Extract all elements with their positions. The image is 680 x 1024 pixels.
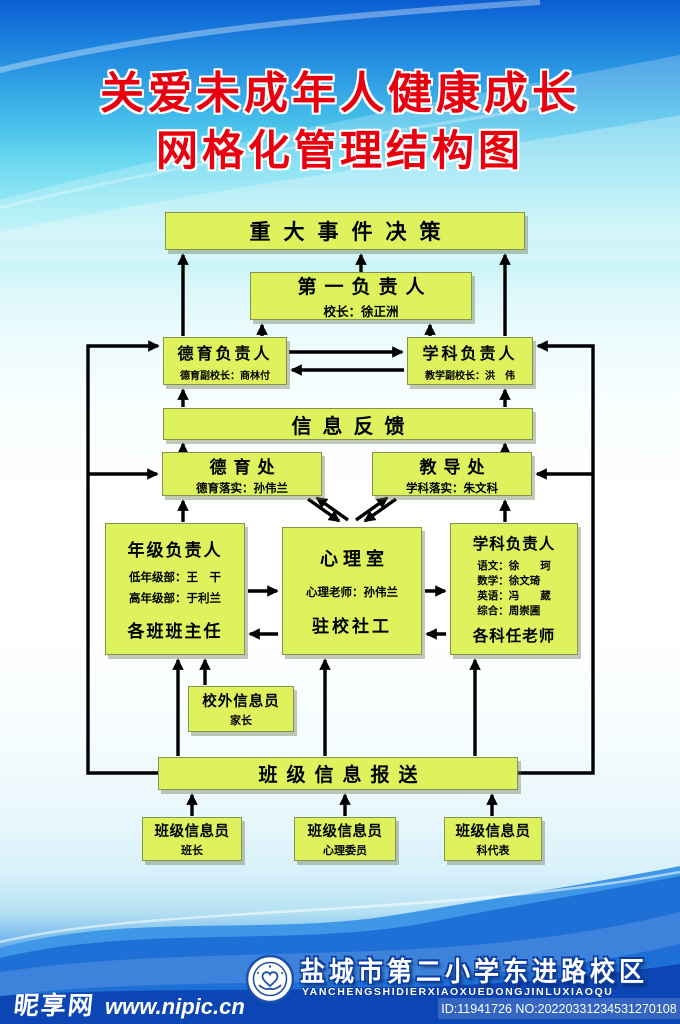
box-outside-informer: 校外信息员 家长 [188, 686, 294, 732]
box-title: 学科负责人 [422, 346, 518, 363]
site-name: 昵享网 [12, 992, 97, 1020]
box-class-informer-psych: 班级信息员 心理委员 [294, 817, 396, 861]
box-title: 年级负责人 [127, 540, 223, 560]
box-subtitle: 学科落实：朱文科 [406, 482, 498, 495]
box-detail-lines: 低年级部：王 干 高年级部：于利兰 [129, 568, 221, 609]
detail-line: 心理老师：孙伟兰 [306, 586, 398, 599]
box-title: 心理室 [320, 548, 389, 569]
box-subtitle: 教学副校长：洪 伟 [425, 371, 515, 382]
box-subtitle: 校长：徐正洲 [323, 305, 399, 319]
detail-line: 英语：冯 葳 [477, 590, 551, 602]
box-footer-label: 各班班主任 [127, 622, 223, 642]
box-title: 德育负责人 [177, 346, 273, 363]
detail-line: 综合：周崇圃 [477, 605, 541, 618]
box-footer-label: 驻校社工 [312, 617, 392, 637]
image-id-strip: ID:11941726 NO:20220331234531270108 [438, 998, 680, 1019]
box-subject-leader-top: 学科负责人 教学副校长：洪 伟 [407, 337, 533, 385]
detail-line: 数学：徐文琦 [477, 574, 541, 587]
school-logo-icon [246, 955, 294, 1003]
box-subtitle: 心理委员 [323, 845, 367, 857]
box-moral-education-leader: 德育负责人 德育副校长：商林付 [163, 337, 287, 385]
box-title: 班级信息员 [307, 824, 383, 840]
box-detail-lines: 语文：徐 珂 数学：徐文琦 英语：冯 葳 综合：周崇圃 [477, 559, 551, 620]
school-name: 盐城市第二小学东进路校区 [300, 957, 649, 988]
box-subject-leader-mid: 学科负责人 语文：徐 珂 数学：徐文琦 英语：冯 葳 综合：周崇圃 各科任老师 [450, 523, 578, 655]
box-title: 第一负责人 [297, 277, 433, 298]
box-teaching-affairs-office: 教导处 学科落实：朱文科 [372, 452, 532, 496]
box-title: 班级信息员 [154, 824, 230, 840]
school-name-pinyin: YANCHENGSHIDIERXIAOXUEDONGJINLUXIAOQU [302, 986, 614, 998]
box-first-responsible: 第一负责人 校长：徐正洲 [250, 272, 472, 320]
box-subtitle: 德育落实：孙伟兰 [196, 482, 288, 495]
box-subtitle: 科代表 [476, 845, 510, 857]
detail-line: 低年级部：王 干 [129, 572, 221, 585]
site-credit: 昵享网 www.nipic.cn [12, 986, 245, 1022]
box-moral-education-office: 德育处 德育落实：孙伟兰 [162, 452, 322, 496]
poster-title-line1: 关爱未成年人健康成长 [100, 69, 580, 118]
site-url: www.nipic.cn [105, 994, 245, 1019]
detail-line: 高年级部：于利兰 [129, 593, 221, 605]
box-subtitle: 德育副校长：商林付 [180, 371, 270, 382]
box-major-event-decision: 重大事件决策 [165, 212, 525, 250]
box-grade-leader: 年级负责人 低年级部：王 干 高年级部：于利兰 各班班主任 [105, 523, 245, 655]
box-title: 教导处 [419, 457, 492, 477]
box-title: 班级信息员 [455, 824, 531, 840]
box-title: 重大事件决策 [249, 221, 454, 244]
box-information-feedback: 信息反馈 [163, 408, 533, 440]
box-title: 校外信息员 [202, 694, 280, 710]
poster-title-line2: 网格化管理结构图 [155, 127, 524, 174]
box-class-information-report: 班级信息报送 [158, 757, 518, 790]
box-psychology-room: 心理室 心理老师：孙伟兰 驻校社工 [282, 527, 422, 655]
box-title: 信息反馈 [291, 415, 416, 438]
box-class-informer-monitor: 班级信息员 班长 [142, 817, 242, 861]
box-subtitle: 班长 [181, 845, 203, 857]
footer-band: 盐城市第二小学东进路校区 YANCHENGSHIDIERXIAOXUEDONGJ… [0, 930, 680, 1024]
image-id-text: ID:11941726 NO:20220331234531270108 [441, 1001, 677, 1016]
poster-title: 关爱未成年人健康成长 网格化管理结构图 [0, 72, 680, 172]
box-subtitle: 家长 [230, 715, 252, 727]
box-footer-label: 各科任老师 [472, 627, 556, 645]
box-title: 班级信息报送 [258, 765, 427, 786]
box-title: 学科负责人 [472, 536, 556, 554]
box-class-informer-subject: 班级信息员 科代表 [444, 817, 542, 861]
box-title: 德育处 [209, 457, 282, 477]
detail-line: 语文：徐 珂 [477, 559, 551, 572]
